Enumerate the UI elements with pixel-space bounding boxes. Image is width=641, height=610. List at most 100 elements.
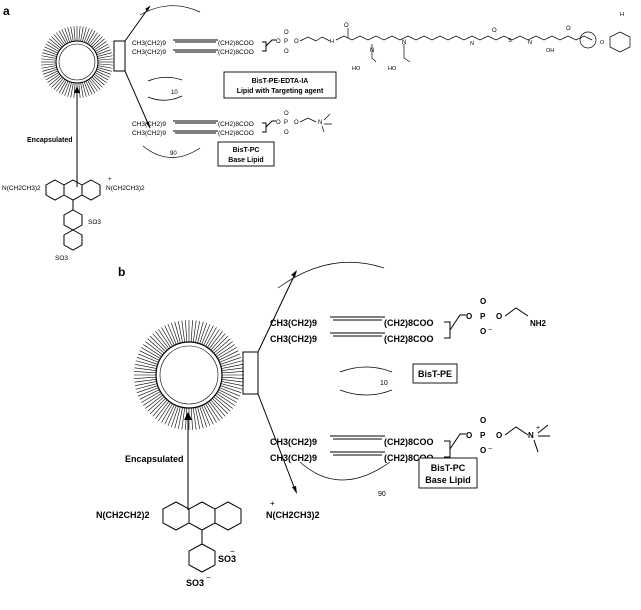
bilayer-ray	[43, 68, 59, 75]
bilayer-ray	[43, 49, 59, 56]
bilayer-ray	[41, 65, 58, 69]
bilayer-ray	[192, 405, 197, 430]
svg-text:BisT-PE: BisT-PE	[418, 369, 452, 379]
svg-text:SO3: SO3	[218, 554, 236, 564]
bilayer-ray	[81, 27, 87, 43]
svg-text:CH3(CH2)9: CH3(CH2)9	[270, 334, 317, 344]
svg-text:O: O	[492, 28, 497, 34]
bilayer-ray	[134, 378, 159, 383]
bilayer-ray	[134, 380, 159, 387]
bilayer-ray	[86, 30, 96, 45]
bilayer-ray	[85, 79, 93, 95]
lipid-pe-edta-ia: CH3(CH2)9 CH3(CH2)9 (CH2)8COO (CH2)8COO …	[132, 12, 631, 72]
bilayer-ray	[56, 32, 66, 46]
svg-text:CH3(CH2)9: CH3(CH2)9	[132, 130, 166, 137]
bilayer-ray	[213, 393, 233, 409]
bilayer-ray	[67, 27, 73, 43]
svg-text:(CH2)8COO: (CH2)8COO	[384, 437, 434, 447]
bilayer-ray	[198, 404, 207, 428]
bilayer-ray	[171, 322, 180, 346]
svg-text:HO: HO	[388, 66, 397, 72]
bilayer-ray	[213, 341, 233, 357]
bilayer-ray	[138, 353, 161, 364]
bilayer-ray	[70, 81, 74, 98]
bilayer-ray	[49, 74, 62, 86]
bilayer-ray	[217, 386, 240, 397]
bilayer-ray	[200, 324, 211, 347]
bilayer-ray	[210, 335, 229, 354]
bilayer-ray	[80, 26, 84, 43]
svg-text:O: O	[480, 416, 486, 425]
bilayer-ray	[204, 327, 217, 349]
svg-text:CH3(CH2)9: CH3(CH2)9	[270, 437, 317, 447]
membrane-zoom-box-b	[242, 351, 259, 395]
svg-text:N: N	[528, 431, 534, 440]
bilayer-ray	[219, 363, 244, 370]
bilayer-ray	[67, 81, 73, 97]
bilayer-ray	[134, 367, 159, 372]
rhodamine-dye-a: N(CH2CH3)2 N(CH2CH3)2 + SO3 SO3	[2, 177, 145, 262]
bilayer-ray	[196, 321, 204, 346]
bilayer-ray	[95, 49, 111, 56]
bilayer-ray	[204, 401, 217, 423]
bilayer-ray	[86, 79, 96, 94]
bilayer-ray	[70, 26, 74, 43]
bilayer-ray	[96, 58, 113, 61]
bilayer-ray	[207, 331, 223, 351]
bilayer-ray	[85, 29, 93, 45]
bilayer-ray	[58, 79, 68, 94]
bilayer-ray	[194, 320, 201, 345]
bilayer-ray	[155, 399, 171, 419]
bilayer-ray	[95, 68, 111, 75]
bilayer-ray	[41, 55, 58, 59]
bilayer-ray	[147, 338, 166, 355]
svg-text:O: O	[284, 30, 289, 36]
bilayer-ray	[145, 393, 165, 409]
bilayer-ray	[94, 43, 109, 53]
bilayer-ray	[181, 320, 186, 345]
bilayer-ray	[53, 34, 65, 47]
svg-text:O: O	[496, 431, 502, 440]
svg-text:P: P	[480, 312, 486, 321]
vesicle-a	[41, 26, 126, 98]
svg-text:O: O	[284, 111, 289, 117]
svg-text:O: O	[466, 431, 472, 440]
bilayer-ray	[177, 405, 184, 430]
encapsulated-label-a: Encapsulated	[27, 137, 73, 144]
svg-text:N(CH2CH2)2: N(CH2CH2)2	[96, 510, 150, 520]
tilt-angle-small-a: 10	[171, 90, 178, 96]
bilayer-ray	[218, 384, 242, 393]
svg-text:−: −	[488, 446, 492, 453]
bilayer-ray	[219, 367, 244, 372]
bilayer-ray	[143, 391, 164, 406]
bilayer-ray	[134, 363, 159, 370]
bilayer-ray	[217, 353, 240, 364]
svg-text:O: O	[480, 297, 486, 306]
bilayer-ray	[83, 80, 90, 96]
bilayer-ray	[94, 71, 109, 81]
encapsulated-label-b: Encapsulated	[125, 454, 184, 464]
zoom-arrow-bottom-b	[257, 393, 297, 493]
bilayer-ray	[51, 75, 64, 88]
svg-text:SO3: SO3	[88, 219, 101, 226]
svg-text:P: P	[480, 431, 486, 440]
bilayer-ray	[216, 350, 239, 362]
bilayer-ray	[42, 52, 58, 58]
svg-text:O: O	[344, 23, 349, 29]
bilayer-ray	[167, 403, 178, 426]
bilayer-ray	[93, 41, 107, 51]
zoom-arrow-bottom	[124, 70, 151, 129]
bilayer-ray	[147, 395, 166, 412]
bilayer-ray	[80, 81, 84, 98]
lipid-pe-b: CH3(CH2)9 CH3(CH2)9 (CH2)8COO (CH2)8COO …	[270, 297, 547, 344]
bilayer-ray	[161, 401, 174, 423]
svg-text:SO3: SO3	[55, 255, 68, 262]
svg-text:O: O	[294, 39, 299, 45]
svg-text:O: O	[600, 40, 605, 46]
bilayer-ray	[64, 80, 71, 96]
bilayer-ray	[192, 320, 197, 345]
svg-text:O: O	[466, 312, 472, 321]
bilayer-ray	[141, 347, 163, 360]
svg-text:O: O	[294, 120, 299, 126]
bilayer-ray	[61, 29, 69, 45]
